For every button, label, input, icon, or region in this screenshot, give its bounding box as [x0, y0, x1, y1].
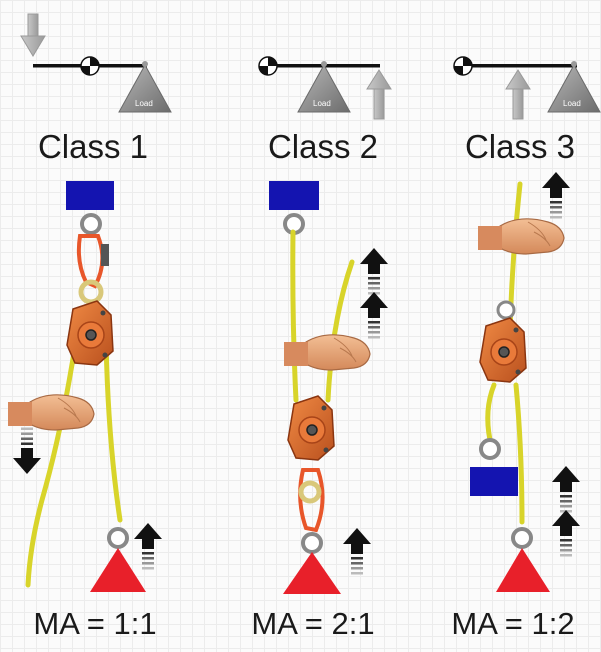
fulcrum-icon	[258, 56, 278, 76]
pull-down-arrow-icon	[13, 427, 41, 474]
ring-icon	[298, 480, 322, 504]
load-label: Load	[563, 99, 581, 108]
load-triangle	[547, 63, 601, 113]
effort-arrow-up-icon	[505, 69, 531, 120]
load-ring-icon	[511, 527, 533, 549]
load-weight	[283, 552, 341, 594]
lever-class-3: Load	[453, 56, 601, 120]
load-triangle	[297, 63, 351, 113]
rope	[513, 382, 525, 525]
anchor-block	[470, 467, 518, 496]
load-ring-icon	[301, 532, 323, 554]
effort-arrow-up-icon	[366, 69, 392, 120]
pull-up-arrow-icon	[360, 292, 388, 339]
pulley-icon	[66, 300, 114, 366]
hand-icon	[283, 334, 371, 371]
pulley-icon	[287, 395, 335, 461]
load-label: Load	[135, 99, 153, 108]
rope	[103, 337, 123, 523]
pull-up-arrow-icon	[360, 248, 388, 295]
class-3-title: Class 3	[464, 128, 576, 165]
anchor-block	[269, 181, 319, 210]
class-1-title: Class 1	[37, 128, 149, 165]
rope-system-class-3	[470, 172, 580, 592]
anchor-ring-icon	[80, 213, 102, 235]
load-up-arrow-icon	[343, 528, 371, 575]
rope	[25, 337, 79, 588]
pull-up-arrow-icon	[542, 172, 570, 219]
load-up-arrow-icon	[552, 510, 580, 557]
load-label: Load	[313, 99, 331, 108]
class-1-ma-label: MA = 1:1	[33, 606, 157, 641]
fulcrum-icon	[80, 56, 100, 76]
load-up-arrow-icon	[552, 466, 580, 513]
load-weight	[90, 548, 146, 592]
anchor-block	[66, 181, 114, 210]
load-triangle	[118, 63, 172, 113]
pulley-icon	[479, 317, 527, 383]
rope-system-class-1	[7, 181, 162, 592]
load-up-arrow-icon	[134, 523, 162, 570]
ring-icon	[78, 279, 104, 305]
class-2-ma-label: MA = 2:1	[251, 606, 375, 641]
class-3-ma-label: MA = 1:2	[451, 606, 575, 641]
rope	[485, 382, 497, 443]
rope	[290, 229, 299, 403]
rope-system-class-2	[269, 181, 388, 594]
ring-icon	[496, 300, 516, 320]
effort-arrow-down-icon	[20, 13, 46, 57]
hand-icon	[477, 218, 565, 255]
load-ring-icon	[107, 527, 129, 549]
carabiner-icon	[76, 234, 105, 289]
class-2-title: Class 2	[267, 128, 379, 165]
load-weight	[496, 548, 550, 592]
anchor-ring-icon	[479, 438, 501, 460]
lever-class-2: Load	[258, 56, 392, 120]
fulcrum-icon	[453, 56, 473, 76]
lever-class-1: Load	[20, 13, 172, 113]
rope	[325, 259, 355, 403]
hand-icon	[7, 394, 95, 431]
